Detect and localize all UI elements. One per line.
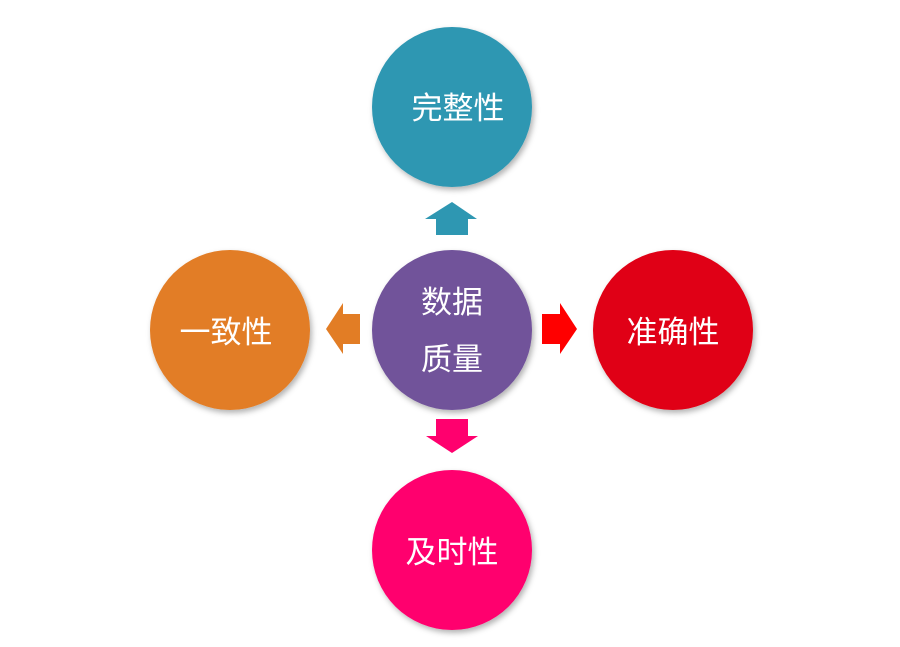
center-label-line1: 数据 (421, 285, 483, 321)
node-left: 一致性 (150, 250, 310, 410)
arrow-up (425, 202, 477, 235)
node-bottom: 及时性 (372, 470, 532, 630)
node-right: 准确性 (593, 250, 753, 410)
node-bottom-label: 及时性 (406, 535, 499, 571)
center-label-line2: 质量 (421, 342, 483, 378)
arrow-left (326, 303, 360, 354)
arrow-right (542, 303, 577, 354)
node-top: 完整性 (372, 27, 532, 187)
arrow-down (426, 419, 478, 453)
node-right-label: 准确性 (627, 315, 720, 351)
node-top-label: 完整性 (412, 91, 505, 127)
node-left-label: 一致性 (180, 315, 273, 351)
center-node: 数据 质量 (372, 250, 532, 410)
